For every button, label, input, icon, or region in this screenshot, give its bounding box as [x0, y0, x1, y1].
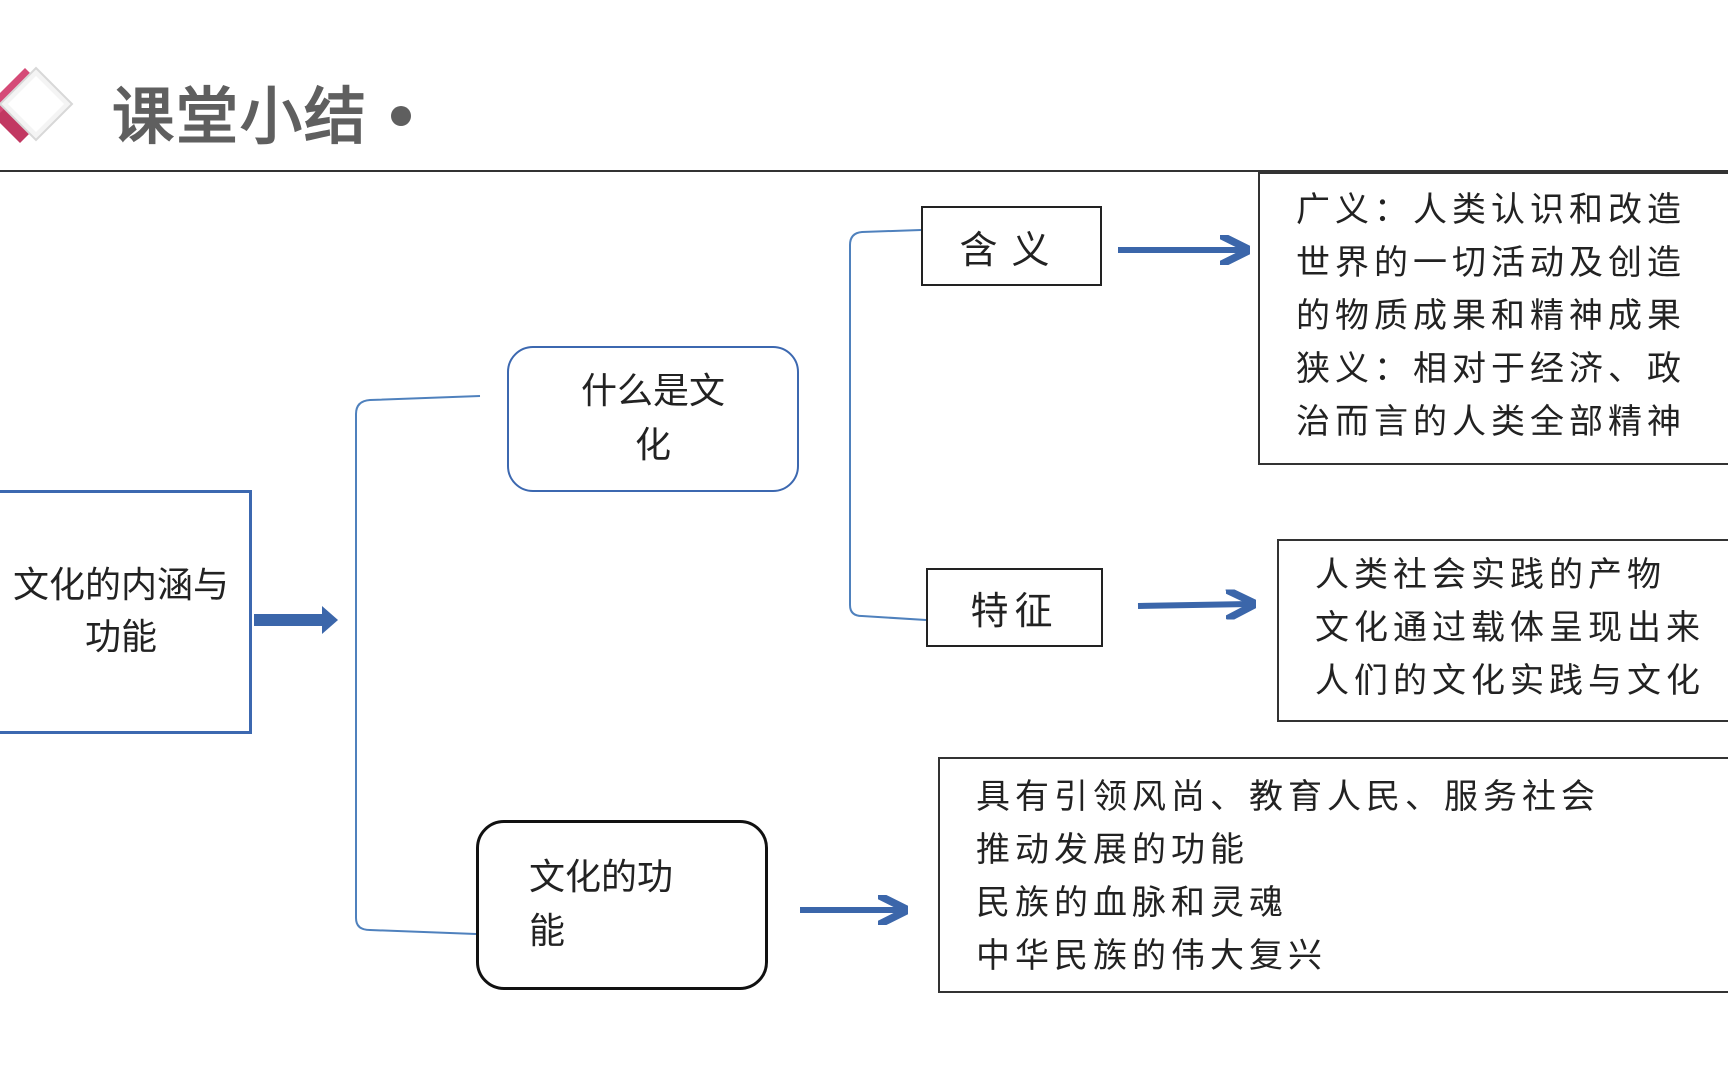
traits-line: 人类社会实践的产物	[1315, 555, 1666, 595]
traits-description: 人类社会实践的产物 文化通过载体呈现出来 人们的文化实践与文化	[1277, 539, 1728, 722]
functions-line: 中华民族的伟大复兴	[976, 936, 1327, 976]
culture-function-label: 文化的功能	[529, 857, 674, 952]
root-node: 文化的内涵与功能	[0, 490, 252, 734]
what-is-culture-label: 什么是文化	[580, 371, 725, 466]
meaning-line: 世界的一切活动及创造	[1296, 243, 1686, 283]
functions-line: 民族的血脉和灵魂	[976, 883, 1288, 923]
diamond-logo-icon	[0, 66, 74, 143]
functions-line: 推动发展的功能	[976, 830, 1249, 870]
meaning-line: 治而言的人类全部精神	[1296, 402, 1686, 442]
bracket-what	[849, 229, 927, 621]
meaning-label: 含义	[959, 227, 1064, 272]
page-title: 课堂小结	[112, 80, 369, 153]
traits-label: 特征	[970, 589, 1059, 633]
meaning-line: 狭义：相对于经济、政	[1296, 349, 1686, 389]
functions-description: 具有引领风尚、教育人民、服务社会 推动发展的功能 民族的血脉和灵魂 中华民族的伟…	[938, 757, 1728, 993]
header-divider	[0, 170, 1728, 172]
meaning-description: 广义：人类认识和改造 世界的一切活动及创造 的物质成果和精神成果 狭义：相对于经…	[1258, 172, 1728, 465]
functions-line: 具有引领风尚、教育人民、服务社会	[976, 777, 1600, 817]
title-bullet	[391, 106, 411, 126]
bracket-root	[355, 395, 481, 935]
traits-line: 文化通过载体呈现出来	[1315, 608, 1705, 648]
traits-node: 特征	[926, 568, 1103, 647]
what-is-culture-node: 什么是文化	[507, 346, 799, 492]
root-label: 文化的内涵与功能	[12, 565, 229, 658]
traits-line: 人们的文化实践与文化	[1315, 661, 1705, 701]
meaning-line: 的物质成果和精神成果	[1296, 296, 1686, 336]
meaning-node: 含义	[921, 206, 1102, 286]
slide-header: 课堂小结	[0, 0, 1728, 172]
root-arrow	[254, 606, 338, 634]
meaning-line: 广义：人类认识和改造	[1296, 190, 1686, 230]
culture-function-node: 文化的功能	[476, 820, 768, 990]
arrow-traits	[1137, 604, 1250, 606]
